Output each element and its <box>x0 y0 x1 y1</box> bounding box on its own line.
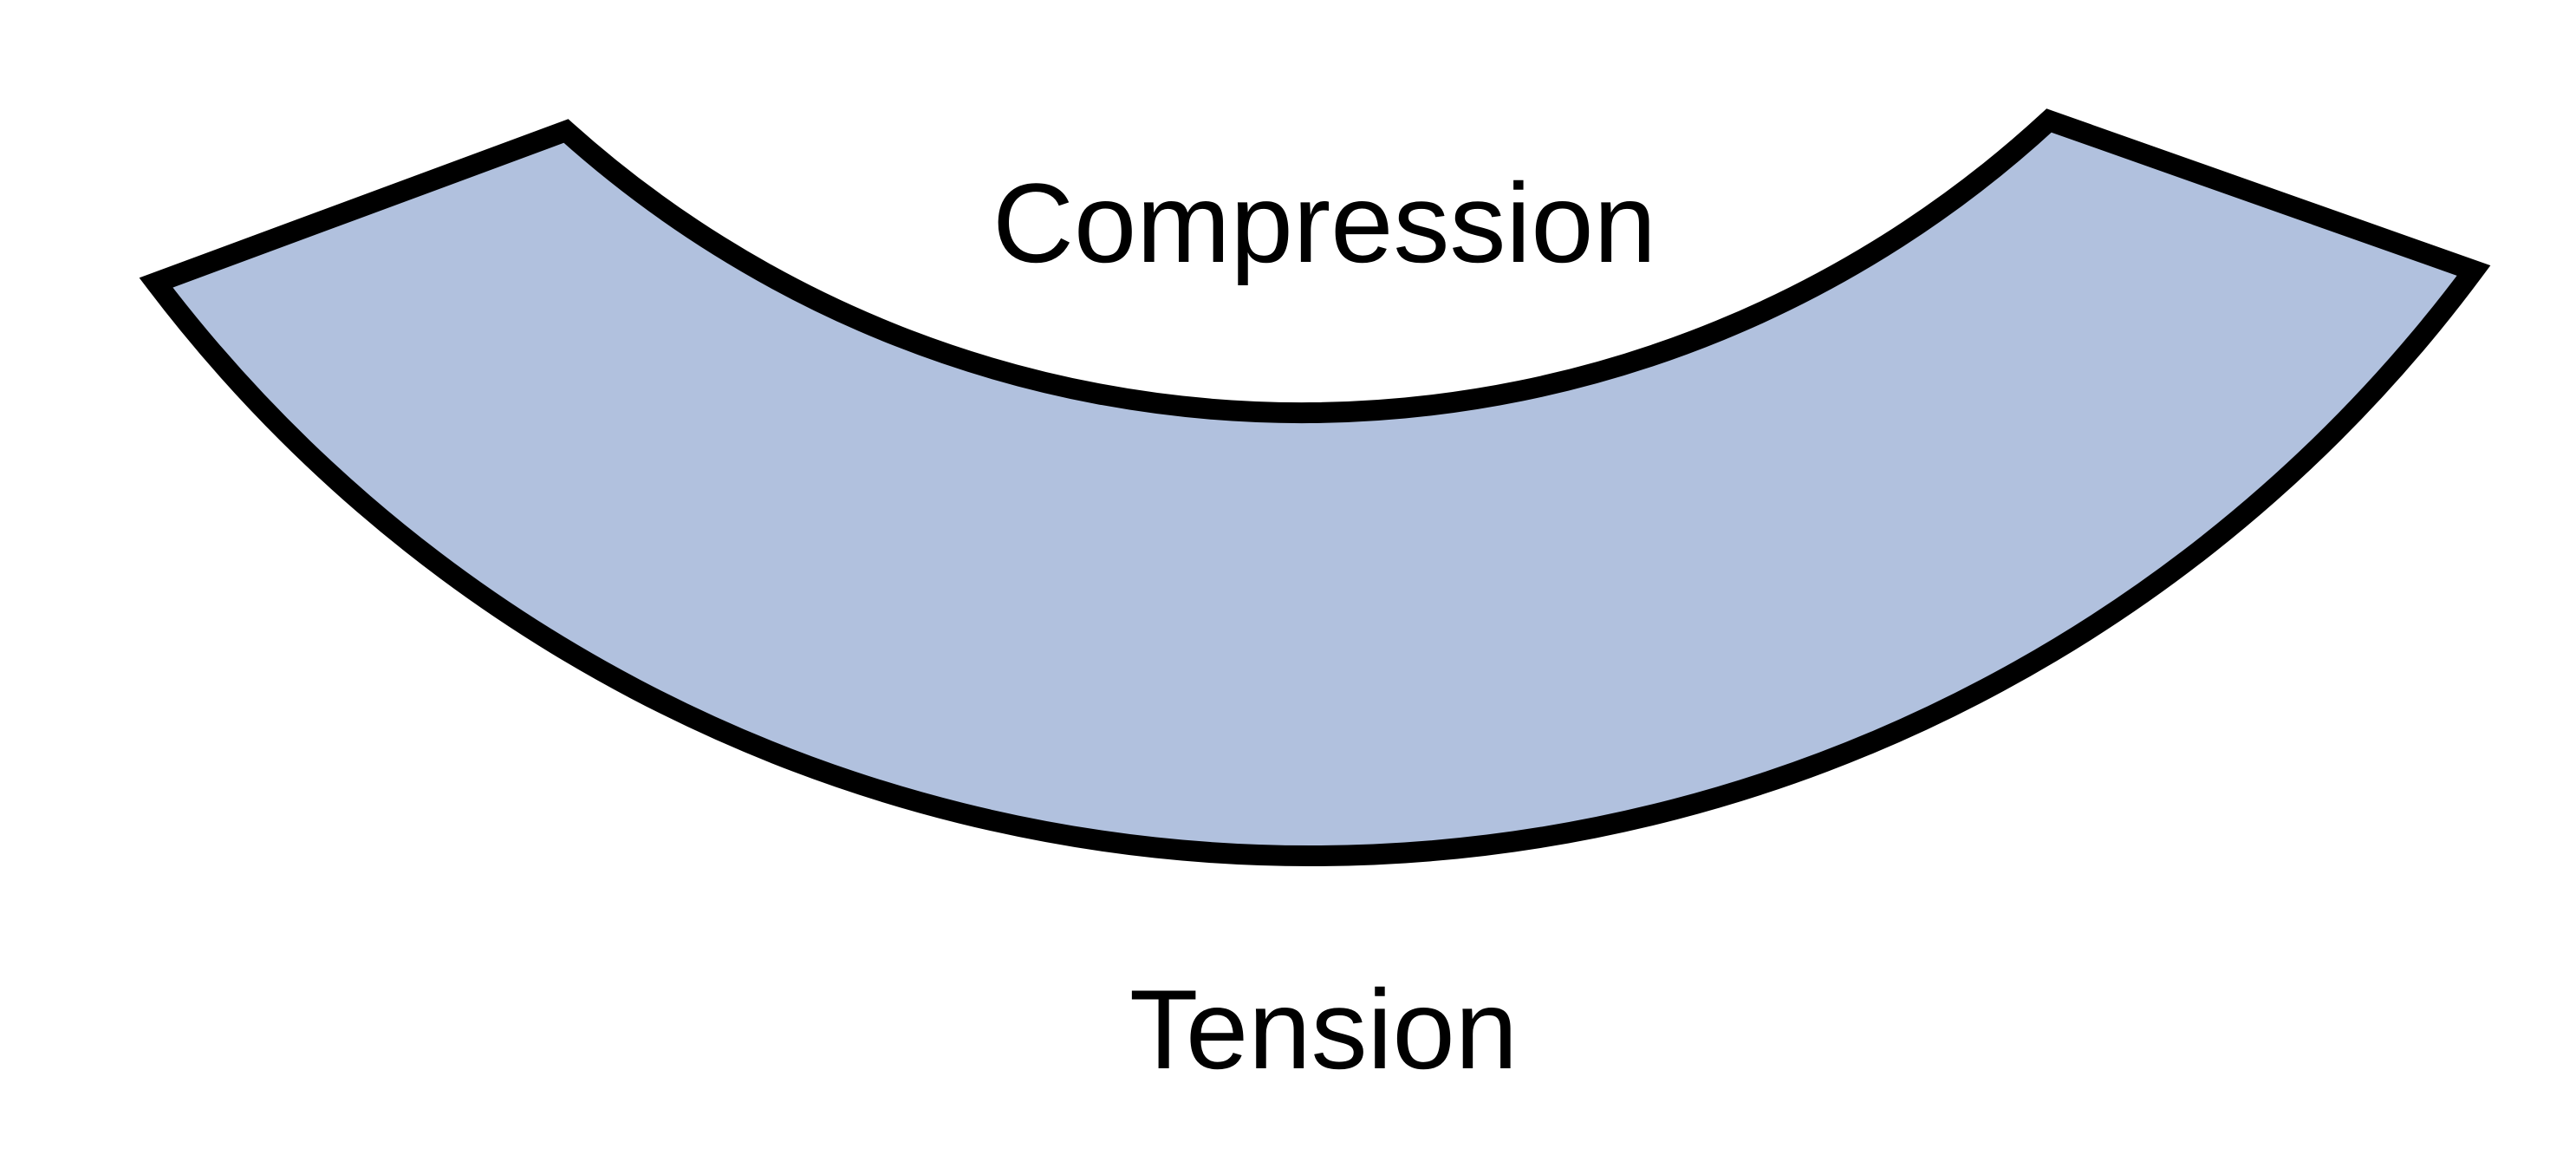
bent-beam-shape <box>139 108 2491 867</box>
tension-label: Tension <box>1129 966 1519 1093</box>
compression-label: Compression <box>992 160 1656 286</box>
